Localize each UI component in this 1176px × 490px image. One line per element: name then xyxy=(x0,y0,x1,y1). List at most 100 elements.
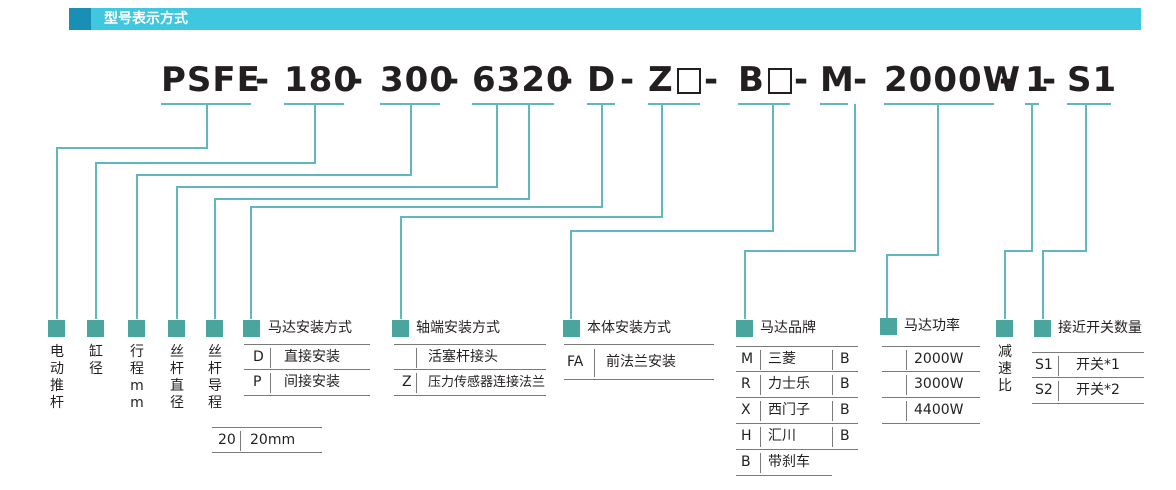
connector xyxy=(95,162,97,319)
category-product: 电动推杆 xyxy=(50,344,64,411)
option-code: P xyxy=(253,374,262,390)
table-row: 2000W xyxy=(882,346,980,372)
code-separator: - xyxy=(704,60,720,100)
connector xyxy=(1042,250,1087,252)
category-stroke: 行程mm xyxy=(130,344,144,411)
code-separator: - xyxy=(853,60,869,100)
underline xyxy=(648,103,700,105)
category-proximity: 接近开关数量 xyxy=(1058,320,1142,336)
option-desc: 力士乐 xyxy=(768,376,810,392)
marker-square xyxy=(996,320,1013,337)
option-code: FA xyxy=(567,354,584,370)
connector xyxy=(772,104,774,232)
connector xyxy=(886,254,888,319)
connector xyxy=(56,147,208,149)
marker-square xyxy=(243,320,260,337)
option-code: H xyxy=(741,428,752,444)
cell-divider xyxy=(760,375,761,395)
category-reduction: 减速比 xyxy=(998,344,1012,394)
code-separator: - xyxy=(349,60,365,100)
power-option: 3000W xyxy=(914,376,964,392)
option-desc: 前法兰安装 xyxy=(606,354,676,370)
motor-mount-table: D 直接安装 P 间接安装 xyxy=(244,344,370,396)
table-row: H 汇川 B xyxy=(736,424,858,450)
option-code: 20 xyxy=(218,432,236,448)
option-code: S2 xyxy=(1035,382,1053,398)
table-row: FA 前法兰安装 xyxy=(564,344,714,380)
table-row: S2 开关*2 xyxy=(1032,378,1144,404)
connector xyxy=(176,186,178,319)
motor-brand-table: M 三菱 B R 力士乐 B X 西门子 B H 汇川 B B 带刹车 xyxy=(736,346,858,476)
table-row: 3000W xyxy=(882,372,980,398)
power-option: 4400W xyxy=(914,402,964,418)
cell-divider xyxy=(1058,381,1059,401)
category-motor-mount: 马达安装方式 xyxy=(268,320,352,336)
cell-divider xyxy=(760,453,761,473)
cell-divider xyxy=(416,348,417,368)
connector xyxy=(176,186,498,188)
connector xyxy=(214,198,216,319)
option-brake: B xyxy=(840,351,850,367)
code-segment-ratio: 1 xyxy=(1025,60,1050,100)
category-screw-diameter: 丝杆直径 xyxy=(170,344,184,411)
category-screw-lead: 丝杆导程 xyxy=(208,344,222,411)
option-code: R xyxy=(741,376,751,392)
table-row: D 直接安装 xyxy=(244,344,370,370)
code-segment-series: PSFE xyxy=(161,60,261,100)
option-desc: 20mm xyxy=(250,432,296,448)
connector xyxy=(1031,104,1033,252)
category-body-mount: 本体安装方式 xyxy=(587,320,671,336)
connector xyxy=(1004,250,1006,319)
marker-square xyxy=(563,320,580,337)
option-desc: 间接安装 xyxy=(284,374,340,390)
body-mount-table: FA 前法兰安装 xyxy=(564,344,714,380)
connector xyxy=(250,206,603,208)
option-desc: 三菱 xyxy=(768,351,796,367)
code-segment-motor: M xyxy=(820,60,855,100)
connector xyxy=(1085,104,1087,252)
code-segment-bore: 180 xyxy=(284,60,358,100)
option-brake: B xyxy=(840,402,850,418)
connector xyxy=(136,174,138,319)
code-segment-screw: 6320 xyxy=(472,60,571,100)
code-separator: - xyxy=(255,60,271,100)
table-row: 20 20mm xyxy=(212,427,322,453)
cell-divider xyxy=(906,350,907,370)
motor-power-table: 2000W 3000W 4400W xyxy=(882,346,980,424)
marker-square xyxy=(128,320,145,337)
table-row: R 力士乐 B xyxy=(736,372,858,398)
shaft-end-table: 活塞杆接头 Z 压力传感器连接法兰 xyxy=(394,344,546,396)
option-desc: 开关*2 xyxy=(1076,382,1120,398)
placeholder-box xyxy=(676,68,701,94)
marker-square xyxy=(1034,320,1051,337)
cell-divider xyxy=(832,350,833,370)
marker-square xyxy=(48,320,65,337)
option-code: D xyxy=(253,349,264,365)
marker-square xyxy=(206,320,223,337)
marker-square xyxy=(168,320,185,337)
cell-divider xyxy=(760,401,761,421)
option-code: Z xyxy=(402,374,412,390)
code-separator: - xyxy=(559,60,575,100)
section-header-band xyxy=(69,8,1141,30)
table-row: X 西门子 B xyxy=(736,398,858,424)
section-title: 型号表示方式 xyxy=(104,11,188,27)
table-row: M 三菱 B xyxy=(736,346,858,372)
option-desc: 汇川 xyxy=(768,428,796,444)
option-desc: 活塞杆接头 xyxy=(428,349,498,365)
connector xyxy=(400,216,663,218)
connector xyxy=(1004,250,1033,252)
marker-square xyxy=(880,318,897,335)
connector xyxy=(744,250,746,319)
marker-square xyxy=(392,320,409,337)
connector xyxy=(136,174,412,176)
connector xyxy=(56,147,58,319)
marker-square xyxy=(736,320,753,337)
table-row: Z 压力传感器连接法兰 xyxy=(394,370,546,396)
underline xyxy=(884,103,994,105)
connector xyxy=(601,104,603,208)
table-row: 活塞杆接头 xyxy=(394,344,546,370)
section-header-marker xyxy=(69,8,91,30)
code-segment-proximity: S1 xyxy=(1067,60,1118,100)
underline xyxy=(1067,103,1111,105)
